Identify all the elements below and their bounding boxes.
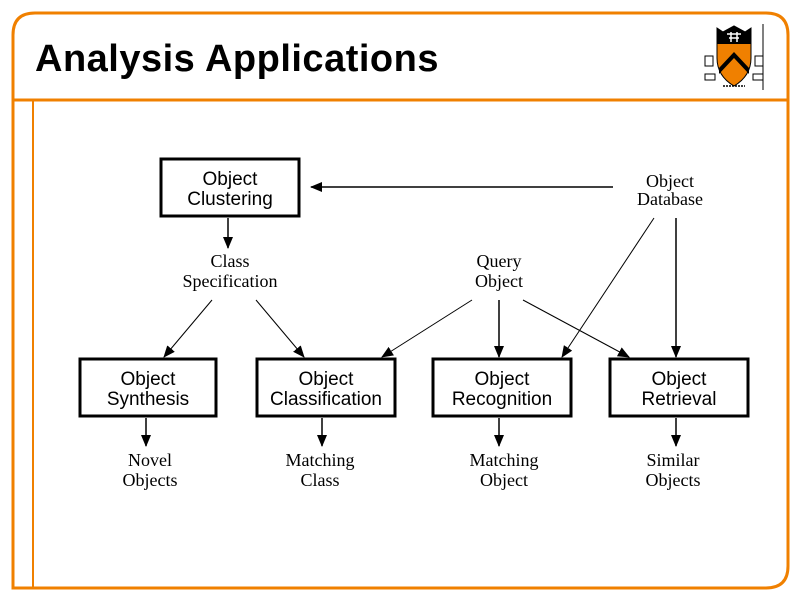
box-label: Object (121, 369, 177, 390)
box-label: Retrieval (642, 389, 717, 410)
box-label: Synthesis (107, 389, 189, 410)
node-label: Matching (470, 450, 539, 470)
node-label: Similar (647, 450, 700, 470)
princeton-shield-icon (704, 24, 764, 90)
node-label: Matching (286, 450, 355, 470)
node-label: Specification (183, 271, 278, 291)
box-label: Object (299, 369, 355, 390)
box-label: Object (203, 169, 259, 190)
node-label: Class (210, 251, 249, 271)
box-border (608, 357, 750, 418)
node-label: Novel (128, 450, 172, 470)
box-label: Object (652, 369, 708, 390)
box-border (255, 357, 397, 418)
node-label: Object (480, 470, 528, 490)
node-label: Query (477, 251, 522, 271)
box-border (159, 157, 301, 218)
node-label: Object (475, 271, 523, 291)
box-border (78, 357, 218, 418)
arrow-database-to-recognition (561, 217, 655, 358)
box-label: Object (475, 369, 531, 390)
node-label: Class (300, 470, 339, 490)
arrow-class_spec-to-classification (255, 299, 305, 358)
box-label: Recognition (452, 389, 552, 410)
arrow-query-to-classification (381, 299, 473, 358)
slide-title: Analysis Applications (35, 38, 439, 80)
node-label: Objects (123, 470, 178, 490)
node-label: Objects (646, 470, 701, 490)
frame-border (11, 11, 790, 590)
box-label: Classification (270, 389, 382, 410)
box-border (431, 357, 573, 418)
arrow-query-to-retrieval (522, 299, 630, 358)
arrow-class_spec-to-synthesis (163, 299, 213, 358)
node-label: Object (646, 171, 694, 191)
box-label: Clustering (187, 189, 273, 210)
node-label: Database (637, 189, 703, 209)
